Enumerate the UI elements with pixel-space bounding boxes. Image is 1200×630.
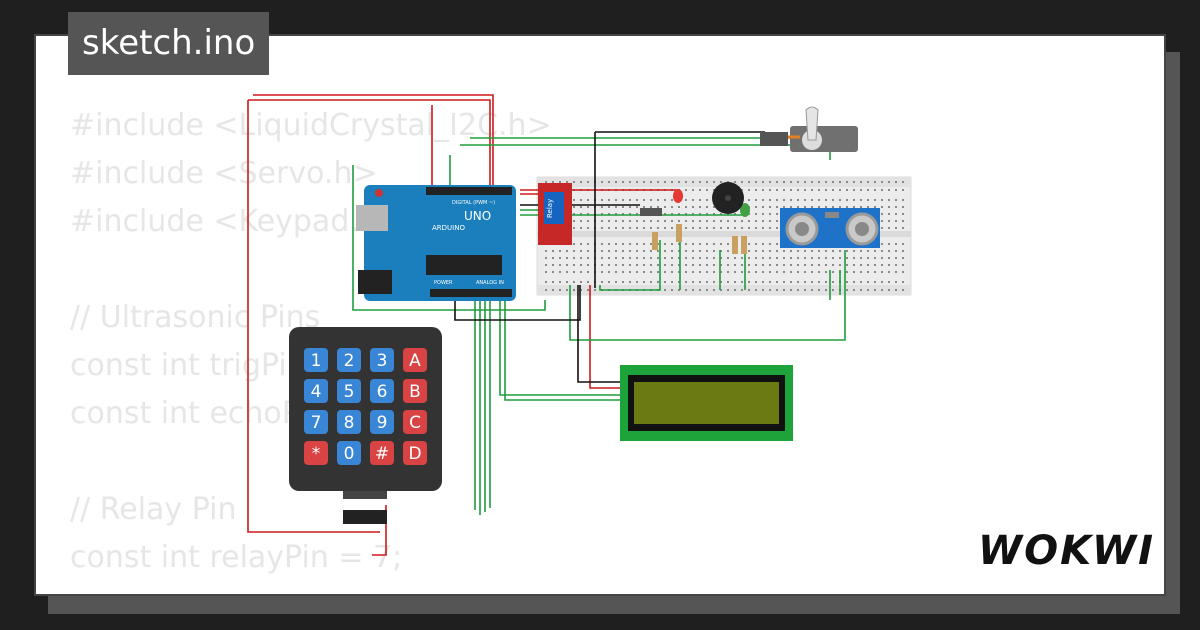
keypad-key[interactable] xyxy=(337,410,361,434)
keypad-key-label: 6 xyxy=(377,382,388,402)
green-led xyxy=(740,203,750,217)
resistor xyxy=(741,236,747,254)
keypad-key-label: 1 xyxy=(311,351,322,371)
keypad-key[interactable] xyxy=(304,379,328,403)
wokwi-logo: WOKWI xyxy=(978,528,1156,574)
power-label: POWER xyxy=(434,280,453,286)
relay-module: Relay xyxy=(538,183,572,245)
keypad-key-label: 9 xyxy=(377,413,388,433)
arduino-uno: UNO ARDUINO DIGITAL (PWM ~) ANALOG IN PO… xyxy=(356,185,516,301)
red-led xyxy=(673,189,683,203)
resistor xyxy=(732,236,738,254)
code-line: #include <LiquidCrystal_I2C.h> xyxy=(70,108,552,143)
code-line: // Relay Pin xyxy=(70,492,237,527)
keypad-key[interactable] xyxy=(304,410,328,434)
code-line: // Ultrasonic Pins xyxy=(70,300,321,335)
analog-label: ANALOG IN xyxy=(476,280,504,286)
keypad-key[interactable] xyxy=(403,441,427,465)
keypad-key-label: A xyxy=(409,351,421,371)
keypad-key-label: 7 xyxy=(311,413,322,433)
keypad-key[interactable] xyxy=(403,379,427,403)
green-wires xyxy=(352,137,846,515)
servo-motor xyxy=(760,106,858,152)
black-wires xyxy=(454,131,765,383)
sketch-title: sketch.ino xyxy=(68,12,270,75)
digital-label: DIGITAL (PWM ~) xyxy=(452,200,495,206)
keypad-key[interactable] xyxy=(370,410,394,434)
keypad-key-label: * xyxy=(312,444,321,464)
keypad-key[interactable] xyxy=(337,348,361,372)
board-maker: ARDUINO xyxy=(432,224,465,232)
keypad-key-label: 0 xyxy=(344,444,355,464)
ultrasonic-sensor xyxy=(780,208,880,248)
resistor xyxy=(652,232,658,250)
resistor xyxy=(676,224,682,242)
keypad-key[interactable] xyxy=(370,379,394,403)
keypad-key-label: B xyxy=(409,382,421,402)
keypad-key-label: 4 xyxy=(311,382,322,402)
components xyxy=(640,182,750,254)
keypad-key[interactable] xyxy=(304,441,328,465)
push-button xyxy=(640,208,662,216)
keypad-key-label: 5 xyxy=(344,382,355,402)
preview-card: #include <LiquidCrystal_I2C.h> #include <… xyxy=(34,34,1166,596)
relay-label: Relay xyxy=(546,199,554,218)
keypad-key-label: C xyxy=(409,413,421,433)
keypad-key[interactable] xyxy=(337,379,361,403)
keypad-key[interactable] xyxy=(370,348,394,372)
keypad-key[interactable] xyxy=(403,348,427,372)
keypad-key[interactable] xyxy=(403,410,427,434)
keypad-key-label: 8 xyxy=(344,413,355,433)
keypad-key[interactable] xyxy=(304,348,328,372)
keypad-key[interactable] xyxy=(337,441,361,465)
code-line: #include <Servo.h> xyxy=(70,156,378,191)
keypad-key-label: D xyxy=(408,444,421,464)
keypad-key-label: # xyxy=(375,444,389,464)
lcd-display xyxy=(620,365,793,441)
board-label: UNO xyxy=(464,209,491,223)
keypad-key-label: 3 xyxy=(377,351,388,371)
keypad-key-label: 2 xyxy=(344,351,355,371)
keypad: 1 2 3 A 4 5 6 B 7 8 9 C * 0 # D xyxy=(289,327,442,524)
code-line: const int relayPin = 7; xyxy=(70,540,403,575)
keypad-key[interactable] xyxy=(370,441,394,465)
